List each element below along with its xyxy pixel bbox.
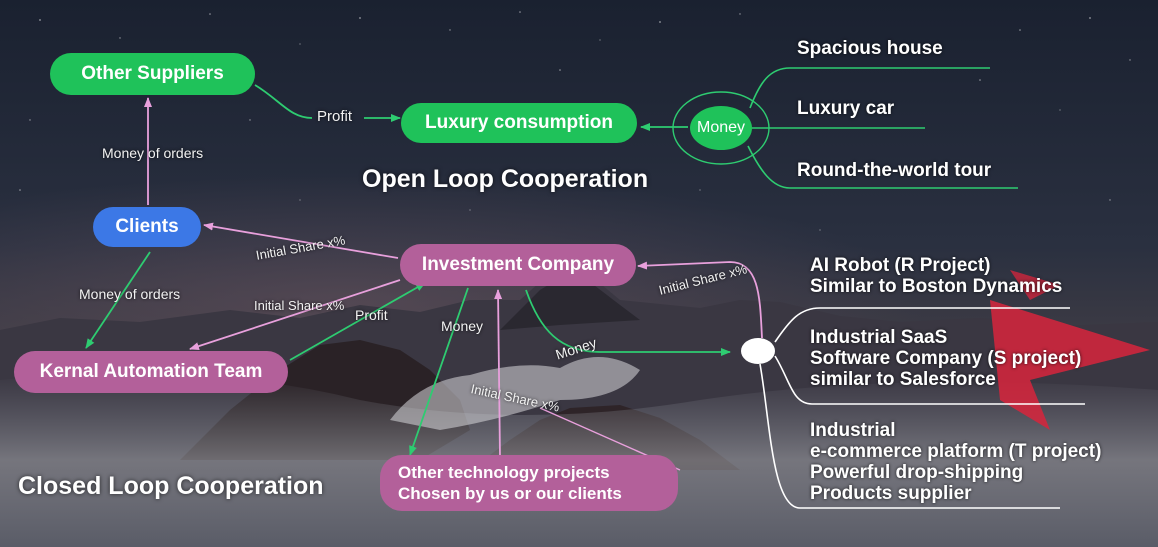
profit-team-label: Profit bbox=[355, 307, 388, 323]
luxury-consumption-node[interactable]: Luxury consumption bbox=[401, 103, 637, 143]
investment-to-hub-money-arrow bbox=[525, 289, 731, 356]
suppliers-profit-line bbox=[254, 84, 313, 119]
initial-share-team-label: Initial Share x% bbox=[254, 298, 345, 313]
other-projects-line-2: Chosen by us or our clients bbox=[398, 484, 622, 503]
other-projects-line-1: Other technology projects bbox=[398, 463, 610, 482]
leaf-luxury-car: Luxury car bbox=[797, 98, 895, 119]
project-hub-node[interactable] bbox=[741, 338, 775, 364]
money-of-orders-left-label: Money of orders bbox=[79, 286, 181, 302]
closed-loop-heading: Closed Loop Cooperation bbox=[18, 472, 324, 500]
s-project-line-1: Industrial SaaS bbox=[810, 327, 948, 348]
stars bbox=[19, 11, 1131, 231]
other-suppliers-node[interactable]: Other Suppliers bbox=[50, 53, 255, 95]
white-hub-branches bbox=[759, 307, 1085, 509]
leaf-t-project: Industrial e-commerce platform (T projec… bbox=[810, 420, 1101, 504]
r-project-line-2: Similar to Boston Dynamics bbox=[810, 276, 1063, 297]
clients-node[interactable]: Clients bbox=[93, 207, 201, 247]
red-accent-shape bbox=[990, 300, 1150, 430]
investment-to-clients-arrow bbox=[203, 222, 399, 259]
kernal-automation-team-node[interactable]: Kernal Automation Team bbox=[14, 351, 288, 393]
leaf-spacious-house: Spacious house bbox=[797, 38, 943, 59]
money-hub-node[interactable]: Money bbox=[690, 106, 752, 150]
leaf-s-project: Industrial SaaS Software Company (S proj… bbox=[810, 327, 1081, 390]
hub-to-investment-share-arrow bbox=[637, 261, 763, 339]
s-project-line-2: Software Company (S project) bbox=[810, 348, 1082, 369]
investment-company-node[interactable]: Investment Company bbox=[400, 244, 636, 286]
investment-to-team-arrow bbox=[189, 279, 401, 350]
money-down-label: Money bbox=[441, 318, 484, 334]
t-project-line-4: Products supplier bbox=[810, 483, 972, 504]
t-project-line-1: Industrial bbox=[810, 420, 896, 441]
other-technology-projects-node[interactable]: Other technology projects Chosen by us o… bbox=[380, 455, 678, 511]
s-project-line-3: similar to Salesforce bbox=[810, 369, 996, 390]
leaf-r-project: AI Robot (R Project) Similar to Boston D… bbox=[810, 255, 1062, 297]
open-loop-heading: Open Loop Cooperation bbox=[362, 165, 649, 193]
clients-to-team-arrow bbox=[85, 251, 151, 349]
profit-top-label: Profit bbox=[317, 108, 353, 125]
money-of-orders-top-label: Money of orders bbox=[102, 145, 204, 161]
t-project-line-3: Powerful drop-shipping bbox=[810, 462, 1024, 483]
team-profit-arrow bbox=[289, 282, 426, 361]
money-hub-branches bbox=[672, 67, 1018, 189]
investment-to-projects-money-arrow bbox=[409, 287, 469, 456]
projects-to-investment-share-arrow bbox=[494, 289, 503, 459]
leaf-round-the-world-tour: Round-the-world tour bbox=[797, 160, 992, 181]
r-project-line-1: AI Robot (R Project) bbox=[810, 255, 991, 276]
t-project-line-2: e-commerce platform (T project) bbox=[810, 441, 1102, 462]
